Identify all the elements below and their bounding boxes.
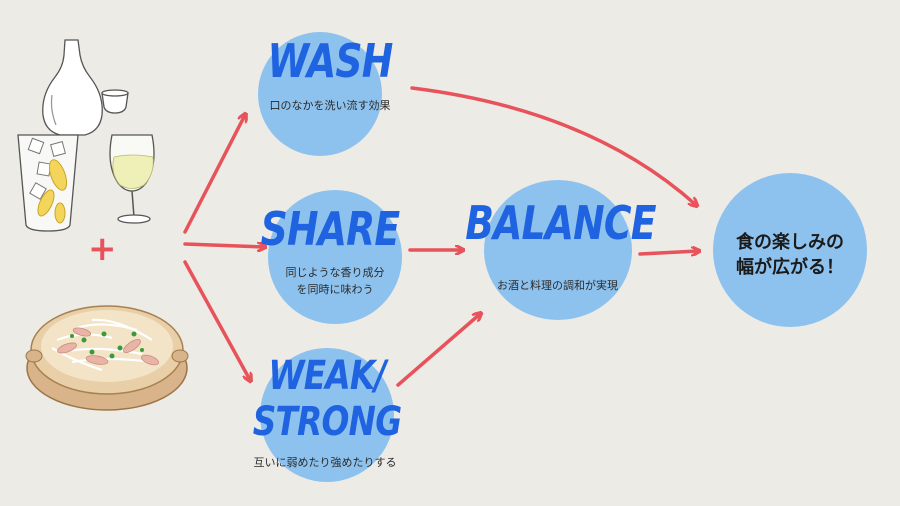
highball-glass-icon	[17, 134, 79, 232]
arrow-balance-to-result	[638, 251, 698, 254]
arrow-to-share	[183, 244, 264, 247]
result-line1: 食の楽しみの	[736, 232, 844, 253]
arrow-wash-to-result	[410, 86, 696, 205]
plus-sign: +	[88, 229, 117, 269]
balance-title: BALANCE	[465, 196, 656, 250]
arrow-weak-to-balance	[396, 314, 480, 387]
result-line2: 幅が広がる！	[736, 257, 844, 278]
wash-desc: 口のなかを洗い流す効果	[269, 99, 391, 112]
sake-bottle-icon	[42, 39, 103, 136]
wash-circle	[258, 32, 382, 156]
food-bowl-icon	[25, 305, 189, 411]
balance-desc: お酒と料理の調和が実現	[497, 279, 618, 292]
weak-strong-circle	[260, 348, 394, 482]
share-circle	[268, 190, 402, 324]
sake-cup-icon	[101, 89, 129, 114]
share-title: SHARE	[260, 202, 400, 256]
share-desc-line1: 同じような香り成分	[285, 266, 385, 279]
arrow-to-weak-strong	[183, 260, 250, 380]
weak-strong-title-line1: WEAK/	[268, 353, 386, 399]
weak-strong-desc: 互いに弱めたり強めたりする	[253, 456, 397, 469]
drinks-illustration	[17, 39, 155, 232]
weak-strong-title-line2: STRONG	[252, 399, 402, 445]
arrow-to-wash	[183, 115, 245, 234]
balance-circle	[484, 180, 632, 320]
share-desc-line2: を同時に味わう	[296, 283, 374, 296]
wash-title: WASH	[267, 34, 394, 88]
wine-glass-icon	[109, 134, 155, 224]
result-circle	[713, 173, 867, 327]
